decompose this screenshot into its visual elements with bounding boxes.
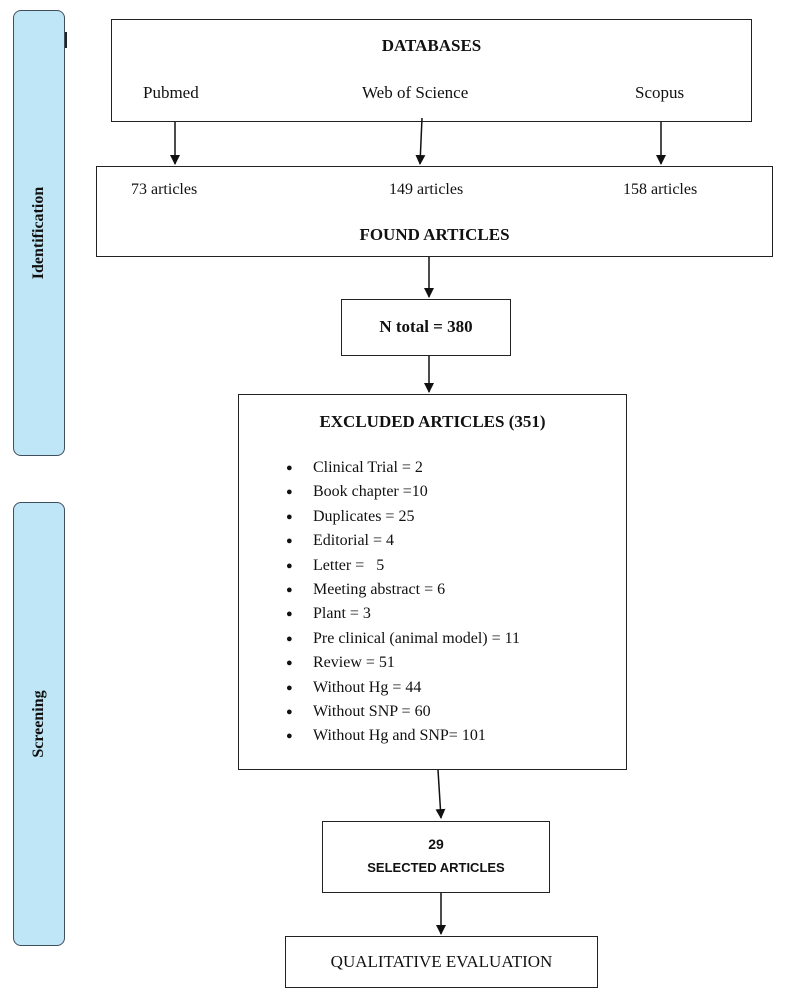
databases-title: DATABASES (381, 36, 482, 55)
tick-mark (65, 32, 67, 48)
total-box: N total = 380 (341, 299, 511, 356)
excluded-item: Clinical Trial = 2 (286, 456, 520, 481)
excluded-list: Clinical Trial = 2 Book chapter =10 Dupl… (286, 456, 520, 749)
selected-count: 29 (428, 836, 444, 852)
found-articles-box: 73 articles 149 articles 158 articles FO… (96, 166, 773, 257)
excluded-item: Editorial = 4 (286, 529, 520, 554)
excluded-item: Without Hg = 44 (286, 676, 520, 701)
excluded-item: Letter = 5 (286, 554, 520, 579)
qualitative-evaluation-box: QUALITATIVE EVALUATION (285, 936, 598, 988)
arrow-web-of-science (415, 117, 426, 165)
excluded-item: Plant = 3 (286, 602, 520, 627)
count-pubmed: 73 articles (131, 181, 198, 198)
source-pubmed: Pubmed (143, 83, 199, 102)
total-label: N total = 380 (379, 317, 473, 336)
selected-articles-box: 29 SELECTED ARTICLES (322, 821, 550, 893)
count-web-of-science: 149 articles (389, 181, 464, 198)
excluded-item: Pre clinical (animal model) = 11 (286, 627, 520, 652)
selected-label: SELECTED ARTICLES (367, 860, 505, 875)
excluded-item: Without Hg and SNP= 101 (286, 724, 520, 749)
excluded-item: Without SNP = 60 (286, 700, 520, 725)
identification-phase: Identification (13, 10, 65, 456)
excluded-item: Duplicates = 25 (286, 505, 520, 530)
arrow-excluded-to-selected (435, 769, 446, 819)
excluded-item: Review = 51 (286, 651, 520, 676)
excluded-item: Book chapter =10 (286, 480, 520, 505)
excluded-title: EXCLUDED ARTICLES (351) (319, 412, 546, 431)
count-scopus: 158 articles (623, 181, 698, 198)
found-articles-title: FOUND ARTICLES (359, 225, 510, 244)
source-web-of-science: Web of Science (362, 83, 469, 102)
qualitative-evaluation-label: QUALITATIVE EVALUATION (330, 952, 553, 971)
source-scopus: Scopus (635, 83, 685, 102)
screening-phase: Screening (13, 502, 65, 946)
databases-box: DATABASES Pubmed Web of Science Scopus (111, 19, 752, 122)
excluded-item: Meeting abstract = 6 (286, 578, 520, 603)
